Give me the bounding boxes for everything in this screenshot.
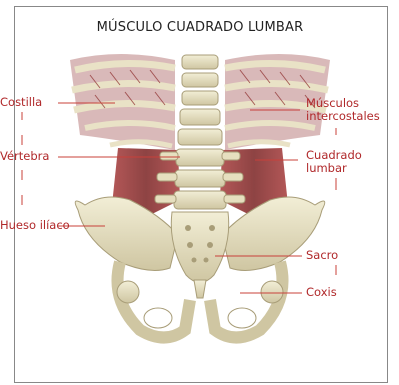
label-musculos-intercostales-2: intercostales	[306, 110, 380, 123]
label-cuadrado-lumbar-2: lumbar	[306, 162, 347, 175]
label-coxis: Coxis	[306, 286, 337, 299]
label-sacro: Sacro	[306, 249, 338, 262]
label-vertebra: Vértebra	[0, 150, 49, 163]
pelvis	[75, 197, 325, 338]
label-hueso-iliaco: Hueso ilíaco	[0, 219, 70, 232]
label-costilla: Costilla	[0, 96, 42, 109]
